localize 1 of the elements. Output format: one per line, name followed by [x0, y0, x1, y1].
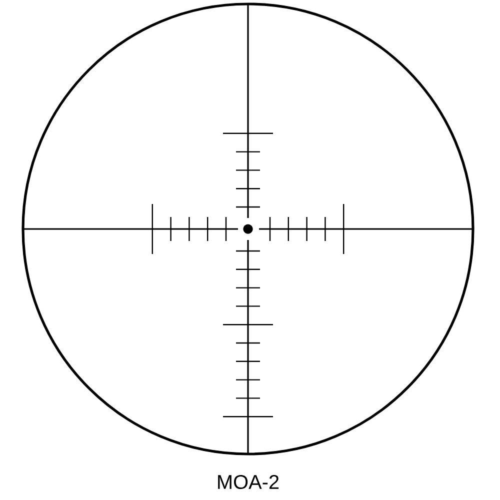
reticle-label: MOA-2	[218, 474, 279, 490]
